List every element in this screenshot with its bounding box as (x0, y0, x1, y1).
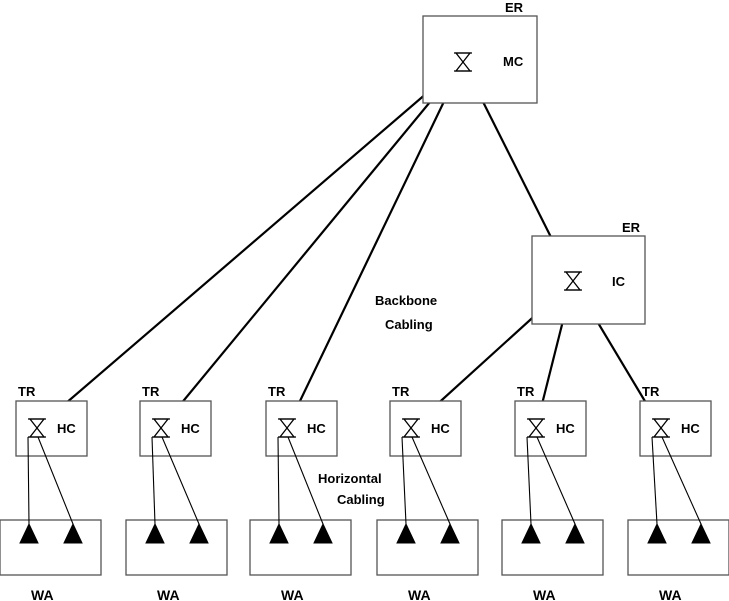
work-area-box (501, 519, 604, 576)
horizontal-cable (287, 436, 324, 525)
telecom-room-label: TR (18, 384, 36, 399)
work-area-label: WA (31, 587, 54, 601)
outlet-icon (189, 522, 209, 544)
horizontal-label-line-2: Cabling (337, 492, 385, 507)
work-area-label: WA (408, 587, 431, 601)
horizontal-cross-connect-label: HC (556, 421, 575, 436)
work-areas: WA WA WA WA WA WA (0, 436, 729, 601)
main-cross-connect-label: MC (503, 54, 524, 69)
work-area-6: WA (627, 436, 729, 601)
work-area-5: WA (501, 436, 604, 601)
work-area-1: WA (0, 436, 102, 601)
intermediate-cross-connect-label: IC (612, 274, 626, 289)
horizontal-cable (151, 436, 156, 525)
work-area-2: WA (125, 436, 228, 601)
intermediate-room: ER IC (531, 220, 646, 325)
horizontal-cross-connect-label: HC (307, 421, 326, 436)
horizontal-cable (401, 436, 407, 525)
outlet-icon (19, 522, 39, 544)
horizontal-cable (526, 436, 532, 525)
horizontal-cable (661, 436, 702, 525)
horizontal-cross-connect-label: HC (181, 421, 200, 436)
work-area-box (376, 519, 479, 576)
telecom-room-label: TR (517, 384, 535, 399)
telecom-room-box (15, 400, 88, 457)
outlet-icon (396, 522, 416, 544)
work-area-label: WA (659, 587, 682, 601)
horizontal-cross-connect-label: HC (57, 421, 76, 436)
work-area-label: WA (157, 587, 180, 601)
horizontal-cable (27, 436, 30, 525)
backbone-label-line-2: Cabling (385, 317, 433, 332)
telecom-room-box (389, 400, 462, 457)
hc-bowtie-icon (652, 418, 670, 438)
telecom-room-box (265, 400, 338, 457)
main-room: ER MC (422, 0, 538, 104)
telecom-room-label: TR (642, 384, 660, 399)
telecom-room-3: TR HC (265, 384, 338, 457)
outlet-icon (565, 522, 585, 544)
telecom-room-box (514, 400, 587, 457)
backbone-cable-3 (286, 61, 464, 429)
telecom-room-label: TR (268, 384, 286, 399)
horizontal-cable (651, 436, 658, 525)
hc-bowtie-icon (527, 418, 545, 438)
horizontal-cable (411, 436, 451, 525)
work-area-4: WA (376, 436, 479, 601)
telecom-room-2: TR HC (139, 384, 212, 457)
hc-bowtie-icon (278, 418, 296, 438)
telecom-room-5: TR HC (514, 384, 587, 457)
hc-bowtie-icon (402, 418, 420, 438)
outlet-icon (269, 522, 289, 544)
main-room-label: ER (505, 0, 524, 15)
hc-bowtie-icon (28, 418, 46, 438)
horizontal-cable (161, 436, 200, 525)
work-area-box (0, 519, 102, 576)
telecom-room-4: TR HC (389, 384, 462, 457)
work-area-label: WA (533, 587, 556, 601)
horizontal-cable (277, 436, 280, 525)
telecom-room-box (139, 400, 212, 457)
ic-bowtie-icon (564, 271, 582, 291)
outlet-icon (63, 522, 83, 544)
hc-bowtie-icon (152, 418, 170, 438)
backbone-label-line-1: Backbone (375, 293, 437, 308)
telecom-room-box (639, 400, 712, 457)
intermediate-room-label: ER (622, 220, 641, 235)
outlet-icon (440, 522, 460, 544)
horizontal-cable (536, 436, 576, 525)
intermediate-room-box (531, 235, 646, 325)
work-area-box (125, 519, 228, 576)
intermediate-cross-connect-symbol (564, 271, 582, 291)
outlet-icon (647, 522, 667, 544)
horizontal-cable (37, 436, 74, 525)
work-area-box (627, 519, 729, 576)
telecom-room-6: TR HC (639, 384, 712, 457)
main-room-box (422, 15, 538, 104)
telecom-room-label: TR (392, 384, 410, 399)
outlet-icon (313, 522, 333, 544)
work-area-3: WA (249, 436, 352, 601)
backbone-cable-2 (160, 61, 464, 429)
work-area-box (249, 519, 352, 576)
main-cross-connect-symbol (454, 52, 472, 72)
backbone-cable-1 (36, 61, 464, 429)
telecom-room-label: TR (142, 384, 160, 399)
mc-bowtie-icon (454, 52, 472, 72)
outlet-icon (691, 522, 711, 544)
outlet-icon (521, 522, 541, 544)
horizontal-cross-connect-label: HC (681, 421, 700, 436)
telecom-rooms: TR HC TR HC TR HC TR HC TR HC TR HC (15, 384, 712, 457)
horizontal-label-line-1: Horizontal (318, 471, 382, 486)
outlet-icon (145, 522, 165, 544)
horizontal-cross-connect-label: HC (431, 421, 450, 436)
work-area-label: WA (281, 587, 304, 601)
